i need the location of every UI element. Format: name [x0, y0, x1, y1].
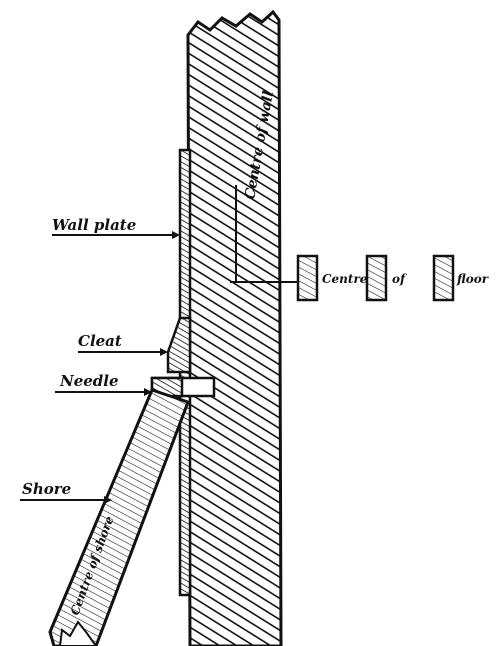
centre-of-wall-line	[230, 185, 300, 283]
centre-of-floor-label-1: Centre	[322, 272, 368, 286]
floor-joist-1	[296, 254, 319, 302]
needle	[150, 376, 216, 398]
needle-arrowhead	[144, 388, 152, 396]
cleat-label: Cleat	[78, 332, 122, 350]
wall-plate-arrowhead	[172, 231, 180, 239]
cleat	[166, 316, 192, 374]
cleat-arrowhead	[160, 348, 168, 356]
centre-of-floor-label-2: of	[392, 272, 407, 286]
wall	[186, 9, 283, 646]
shore-label: Shore	[22, 480, 71, 498]
shore-arrowhead	[104, 496, 112, 504]
floor-joist-2	[365, 254, 388, 302]
shore	[48, 388, 190, 646]
wall-plate-label: Wall plate	[52, 216, 136, 234]
floor-joist-3	[432, 254, 455, 302]
centre-of-floor-label-3: floor	[456, 272, 490, 286]
needle-label: Needle	[59, 372, 119, 390]
